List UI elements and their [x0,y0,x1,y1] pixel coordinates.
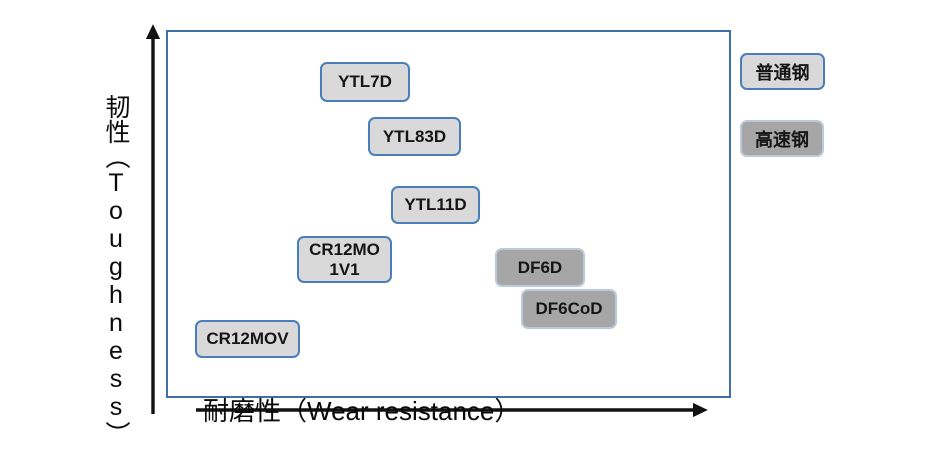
x-axis-title: 耐磨性（Wear resistance） [203,396,521,426]
node-df6d[interactable]: DF6D [495,248,585,287]
node-cr12mo1v1[interactable]: CR12MO 1V1 [297,236,392,283]
node-cr12mov[interactable]: CR12MOV [195,320,300,358]
node-ytl11d[interactable]: YTL11D [391,186,480,224]
legend-item-ordinary-steel[interactable]: 普通钢 [740,53,825,90]
node-cr12mo1v1-line2: 1V1 [329,259,360,279]
node-ytl83d[interactable]: YTL83D [368,117,461,156]
node-cr12mo1v1-line1: CR12MO [309,239,380,259]
node-ytl7d[interactable]: YTL7D [320,62,410,102]
node-df6cod[interactable]: DF6CoD [521,289,617,329]
y-axis-title: 韧性（Toughness） [102,94,130,446]
legend-item-high-speed-steel[interactable]: 高速钢 [740,120,824,157]
